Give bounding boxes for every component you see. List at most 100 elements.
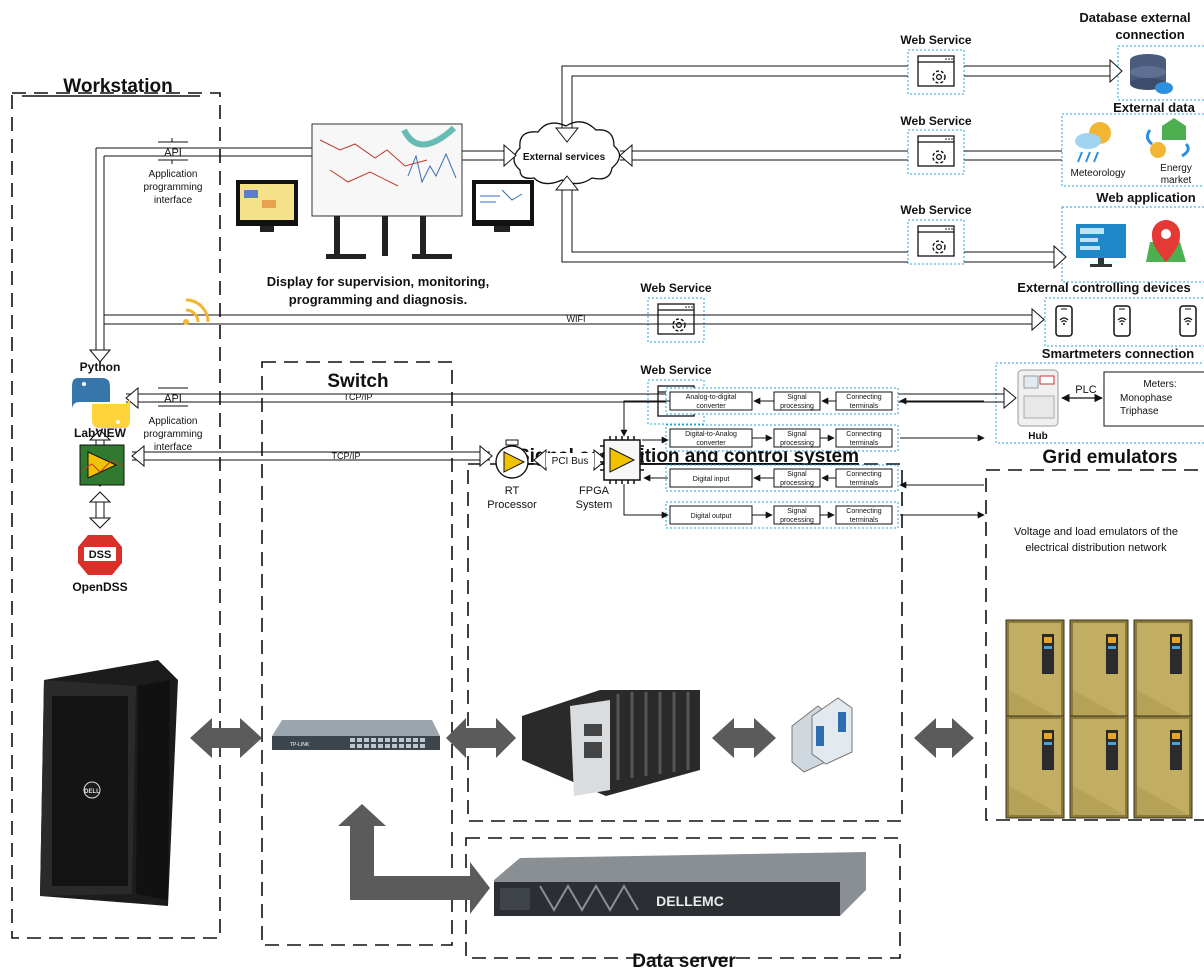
web-service-icon	[908, 50, 964, 94]
arrow-up-labview	[90, 492, 110, 502]
meteorology-label: Meteorology	[1070, 168, 1125, 179]
svg-text:Signal: Signal	[787, 508, 807, 515]
api-desc-2: programming	[144, 182, 203, 193]
display-caption-2: programming and diagnosis.	[289, 292, 467, 307]
io-row-din: Digital input Signal processing Connecti…	[666, 465, 898, 491]
web-service-icon	[908, 130, 964, 174]
database-label-1: Database external	[1079, 10, 1190, 25]
hub-label: Hub	[1028, 431, 1047, 442]
connection-lines	[96, 66, 1110, 480]
svg-text:Analog-to-digital: Analog-to-digital	[686, 394, 737, 401]
display-screens	[236, 124, 534, 259]
labview-label: LabVIEW	[74, 426, 127, 440]
server-brand: DELLEMC	[656, 893, 724, 909]
phone-icon	[1114, 306, 1130, 336]
svg-text:converter: converter	[696, 440, 726, 447]
api-desc-1: Application	[149, 416, 198, 427]
grid-emulators-title: Grid emulators	[1042, 447, 1177, 468]
external-controlling-label: External controlling devices	[1017, 280, 1190, 295]
svg-text:Connecting: Connecting	[846, 431, 882, 438]
wifi-label: WIFI	[567, 314, 586, 324]
external-data-label: External data	[1113, 100, 1195, 115]
switch-brand: TP-LINK	[290, 742, 310, 748]
svg-text:processing: processing	[780, 440, 814, 447]
web-service-label: Web Service	[900, 33, 971, 47]
hub-meter-icon	[1018, 370, 1058, 426]
arrow-to-labview	[132, 446, 144, 466]
io-row-dac: Digital-to-Analog converter Signal proce…	[666, 425, 898, 451]
svg-text:terminals: terminals	[850, 403, 879, 410]
svg-text:processing: processing	[780, 403, 814, 410]
emulator-unit	[1070, 620, 1128, 722]
phone-icon	[1180, 306, 1196, 336]
wifi-icon	[183, 300, 208, 325]
io-modules	[792, 698, 852, 772]
pci-label: PCI Bus	[552, 456, 589, 467]
arrow-to-rt	[480, 446, 492, 466]
api-desc-1: Application	[149, 169, 198, 180]
api-tag: API	[164, 147, 182, 159]
api-desc-3: interface	[154, 195, 193, 206]
meters-label-3: Triphase	[1120, 406, 1159, 417]
workstation-title: Workstation	[63, 76, 172, 97]
python-icon	[72, 378, 130, 428]
io-row-adc: Analog-to-digital converter Signal proce…	[666, 388, 898, 414]
switch-title: Switch	[327, 371, 388, 392]
arrow-to-devices	[1032, 309, 1044, 330]
grid-desc-1: Voltage and load emulators of the	[1014, 526, 1178, 538]
fpga-icon	[600, 436, 644, 484]
svg-text:Signal: Signal	[787, 394, 807, 401]
database-label-2: connection	[1115, 27, 1184, 42]
meters-label-1: Meters:	[1143, 379, 1176, 390]
phone-icon	[1056, 306, 1072, 336]
dss-logo-text: DSS	[89, 549, 112, 561]
grid-desc-2: electrical distribution network	[1025, 542, 1167, 554]
web-service-label: Web Service	[900, 203, 971, 217]
external-services-label: External services	[523, 152, 606, 163]
fpga-label-1: FPGA	[579, 485, 610, 497]
web-service-label: Web Service	[900, 114, 971, 128]
crio-chassis	[522, 690, 700, 796]
svg-text:terminals: terminals	[850, 480, 879, 487]
emulator-unit	[1134, 620, 1192, 722]
rt-label-1: RT	[505, 485, 520, 497]
web-service-label: Web Service	[640, 281, 711, 295]
labview-icon	[80, 445, 124, 485]
io-row-dout: Digital output Signal processing Connect…	[666, 502, 898, 528]
api-tag: API	[164, 393, 182, 405]
tcpip-label-bottom: TCP/IP	[331, 451, 360, 461]
display-caption-1: Display for supervision, monitoring,	[267, 274, 489, 289]
emulator-unit	[1006, 620, 1064, 722]
svg-text:Signal: Signal	[787, 431, 807, 438]
svg-text:processing: processing	[780, 517, 814, 524]
energy-market-label-1: Energy	[1160, 163, 1192, 174]
workstation-tower	[40, 660, 178, 906]
api-desc-3: interface	[154, 442, 193, 453]
web-service-icon	[648, 298, 704, 342]
svg-text:Digital output: Digital output	[691, 513, 732, 520]
svg-text:Connecting: Connecting	[846, 471, 882, 478]
plc-label: PLC	[1075, 384, 1096, 396]
arrow-to-cloud	[620, 145, 632, 166]
svg-text:Signal: Signal	[787, 471, 807, 478]
arrow-down-dss	[90, 518, 110, 528]
python-label: Python	[80, 360, 121, 374]
meters-label-2: Monophase	[1120, 393, 1173, 404]
web-applications-label: Web application	[1096, 190, 1195, 205]
opendss-label: OpenDSS	[72, 580, 127, 594]
svg-text:terminals: terminals	[850, 517, 879, 524]
web-service-label: Web Service	[640, 363, 711, 377]
web-service-icon	[908, 220, 964, 264]
rt-label-2: Processor	[487, 499, 537, 511]
svg-text:Connecting: Connecting	[846, 508, 882, 515]
tcpip-label-top: TCP/IP	[343, 392, 372, 402]
smartmeters-label: Smartmeters connection	[1042, 346, 1194, 361]
svg-text:converter: converter	[696, 403, 726, 410]
dell-logo: DELL	[84, 789, 100, 795]
data-server-title: Data server	[632, 951, 736, 970]
svg-text:processing: processing	[780, 480, 814, 487]
svg-text:Connecting: Connecting	[846, 394, 882, 401]
energy-market-label-2: market	[1161, 175, 1192, 186]
